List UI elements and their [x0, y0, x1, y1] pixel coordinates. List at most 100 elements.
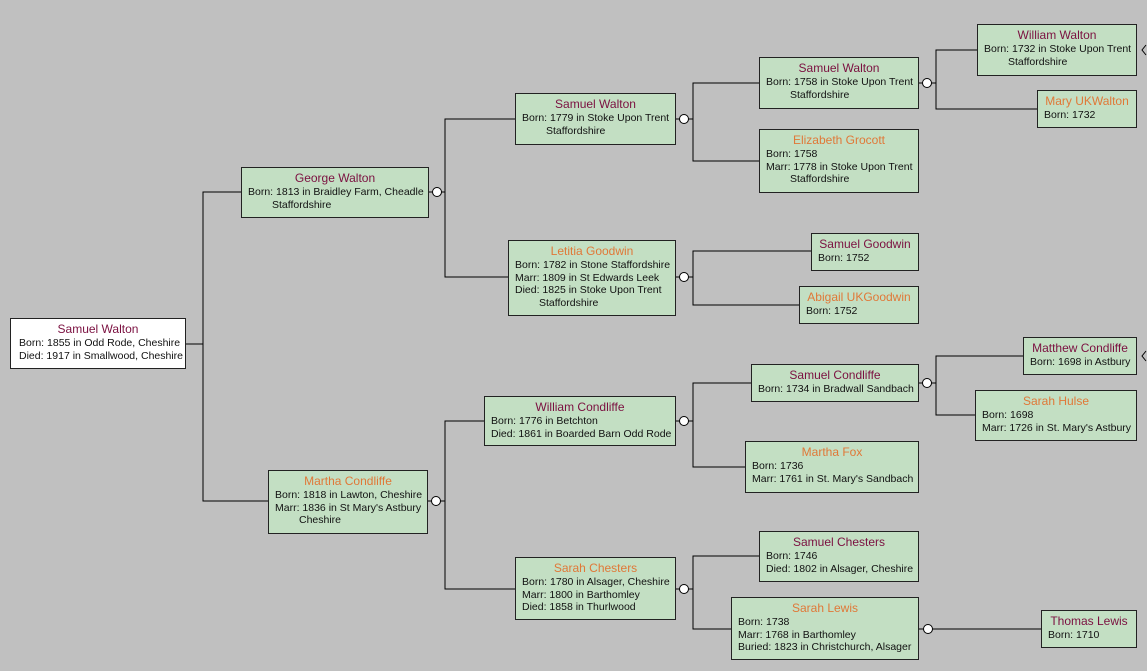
person-name: Samuel Condliffe: [789, 368, 881, 382]
person-detail-line: Buried: 1823 in Christchurch, Alsager: [738, 641, 912, 653]
person-detail-line: Born: 1782 in Stone Staffordshire: [515, 259, 671, 271]
person-card-martha-fox[interactable]: Martha Fox Born: 1736 Marr: 1761 in St. …: [745, 441, 919, 493]
person-detail-line: Born: 1752: [806, 305, 858, 317]
person-detail-line: Born: 1779 in Stoke Upon Trent: [522, 112, 670, 124]
person-name: Sarah Chesters: [553, 561, 638, 575]
person-name: Mary UKWalton: [1045, 94, 1129, 108]
more-ancestors-arrow-icon: [1141, 44, 1147, 56]
person-detail-line: Died: 1858 in Thurlwood: [522, 601, 636, 613]
parent-fork-line: [692, 250, 811, 306]
person-card-sarah-hulse[interactable]: Sarah Hulse Born: 1698 Marr: 1726 in St.…: [975, 390, 1137, 441]
parent-fork-line: [444, 420, 515, 590]
person-name: Matthew Condliffe: [1032, 341, 1128, 355]
expand-family-node-icon[interactable]: [432, 187, 442, 197]
expand-family-node-icon[interactable]: [679, 584, 689, 594]
person-detail-line: Staffordshire: [539, 296, 599, 309]
person-card-mary-ukwalton[interactable]: Mary UKWalton Born: 1732: [1037, 90, 1137, 128]
person-name: Sarah Hulse: [1022, 394, 1090, 408]
person-name: Sarah Lewis: [791, 601, 859, 615]
expand-family-node-icon[interactable]: [431, 496, 441, 506]
parent-fork-line: [692, 382, 751, 468]
person-name: Elizabeth Grocott: [792, 133, 886, 147]
person-detail-line: Born: 1734 in Bradwall Sandbach: [758, 383, 914, 395]
person-detail-line: Born: 1746: [766, 550, 818, 562]
person-card-samuel-walton-1855[interactable]: Samuel Walton Born: 1855 in Odd Rode, Ch…: [10, 318, 186, 369]
person-card-sarah-chesters[interactable]: Sarah Chesters Born: 1780 in Alsager, Ch…: [515, 557, 676, 620]
person-detail-line: Cheshire: [299, 514, 342, 526]
person-name: Abigail UKGoodwin: [807, 290, 911, 304]
person-card-samuel-goodwin[interactable]: Samuel Goodwin Born: 1752: [811, 233, 919, 271]
expand-family-node-icon[interactable]: [679, 416, 689, 426]
person-detail-line: Born: 1698 in Astbury: [1030, 356, 1131, 368]
person-card-samuel-walton-1779[interactable]: Samuel Walton Born: 1779 in Stoke Upon T…: [515, 93, 676, 145]
person-detail-line: Staffordshire: [790, 88, 850, 101]
person-name: William Condliffe: [535, 400, 625, 414]
person-detail-line: Marr: 1809 in St Edwards Leek: [515, 271, 660, 284]
person-detail-line: Died: 1861 in Boarded Barn Odd Rode: [491, 427, 672, 440]
person-card-samuel-condliffe[interactable]: Samuel Condliffe Born: 1734 in Bradwall …: [751, 364, 919, 402]
person-detail-line: Staffordshire: [272, 198, 332, 211]
person-card-george-walton[interactable]: George Walton Born: 1813 in Braidley Far…: [241, 167, 429, 218]
person-name: Samuel Chesters: [792, 535, 886, 549]
person-detail-line: Marr: 1768 in Barthomley: [738, 628, 856, 641]
person-card-matthew-condliffe[interactable]: Matthew Condliffe Born: 1698 in Astbury: [1023, 337, 1137, 375]
person-card-sarah-lewis[interactable]: Sarah Lewis Born: 1738 Marr: 1768 in Bar…: [731, 597, 919, 660]
person-name: Letitia Goodwin: [550, 244, 634, 258]
person-detail-line: Marr: 1726 in St. Mary's Astbury: [982, 421, 1132, 434]
person-card-letitia-goodwin[interactable]: Letitia Goodwin Born: 1782 in Stone Staf…: [508, 240, 676, 316]
person-detail-line: Marr: 1778 in Stoke Upon Trent: [766, 160, 913, 173]
person-detail-line: Born: 1752: [818, 252, 870, 264]
person-card-thomas-lewis[interactable]: Thomas Lewis Born: 1710: [1041, 610, 1137, 648]
expand-family-node-icon[interactable]: [679, 114, 689, 124]
person-name: Martha Fox: [801, 445, 863, 459]
person-card-samuel-chesters[interactable]: Samuel Chesters Born: 1746 Died: 1802 in…: [759, 531, 919, 582]
person-detail-line: Born: 1813 in Braidley Farm, Cheadle: [248, 186, 424, 198]
person-detail-line: Marr: 1836 in St Mary's Astbury: [275, 501, 422, 514]
person-detail-line: Born: 1732: [1044, 109, 1096, 121]
person-detail-line: Staffordshire: [546, 124, 606, 137]
person-card-samuel-walton-1758[interactable]: Samuel Walton Born: 1758 in Stoke Upon T…: [759, 57, 919, 109]
person-detail-line: Staffordshire: [1008, 55, 1068, 68]
person-name: George Walton: [294, 171, 376, 185]
person-detail-line: Born: 1698: [982, 409, 1034, 421]
more-ancestors-arrow-icon: [1141, 350, 1147, 362]
person-detail-line: Died: 1825 in Stoke Upon Trent: [515, 284, 662, 296]
person-card-martha-condliffe[interactable]: Martha Condliffe Born: 1818 in Lawton, C…: [268, 470, 428, 534]
person-detail-line: Died: 1917 in Smallwood, Cheshire: [19, 349, 184, 362]
parent-fork-line: [935, 355, 1023, 416]
expand-family-node-icon[interactable]: [679, 272, 689, 282]
person-detail-line: Born: 1738: [738, 616, 790, 628]
person-detail-line: Born: 1780 in Alsager, Cheshire: [522, 576, 670, 588]
person-detail-line: Marr: 1800 in Barthomley: [522, 588, 640, 601]
person-detail-line: Died: 1802 in Alsager, Cheshire: [766, 562, 914, 575]
parent-fork-line: [444, 118, 515, 278]
person-detail-line: Born: 1855 in Odd Rode, Cheshire: [19, 337, 181, 349]
person-name: Samuel Goodwin: [819, 237, 911, 251]
person-card-william-condliffe[interactable]: William Condliffe Born: 1776 in Betchton…: [484, 396, 676, 446]
parent-fork-line: [935, 49, 1037, 110]
expand-family-node-icon[interactable]: [922, 78, 932, 88]
person-detail-line: Born: 1818 in Lawton, Cheshire: [275, 489, 423, 501]
person-name: Martha Condliffe: [304, 474, 392, 488]
person-detail-line: Born: 1710: [1048, 629, 1100, 641]
person-detail-line: Born: 1736: [752, 460, 804, 472]
person-name: Samuel Walton: [57, 322, 139, 336]
person-card-elizabeth-grocott[interactable]: Elizabeth Grocott Born: 1758 Marr: 1778 …: [759, 129, 919, 193]
person-detail-line: Born: 1758: [766, 148, 818, 160]
person-detail-line: Born: 1732 in Stoke Upon Trent: [984, 43, 1132, 55]
person-name: Thomas Lewis: [1050, 614, 1128, 628]
expand-family-node-icon[interactable]: [923, 624, 933, 634]
expand-family-node-icon[interactable]: [922, 378, 932, 388]
person-name: Samuel Walton: [798, 61, 880, 75]
person-name: William Walton: [1017, 28, 1097, 42]
parent-fork-line: [692, 82, 759, 162]
person-detail-line: Staffordshire: [790, 173, 850, 185]
parent-fork-line: [202, 191, 268, 502]
person-card-abigail-ukgoodwin[interactable]: Abigail UKGoodwin Born: 1752: [799, 286, 919, 324]
person-card-william-walton[interactable]: William Walton Born: 1732 in Stoke Upon …: [977, 24, 1137, 76]
parent-fork-line: [692, 555, 759, 630]
person-detail-line: Marr: 1761 in St. Mary's Sandbach: [752, 472, 914, 485]
person-name: Samuel Walton: [555, 97, 636, 111]
person-detail-line: Born: 1776 in Betchton: [491, 415, 598, 427]
